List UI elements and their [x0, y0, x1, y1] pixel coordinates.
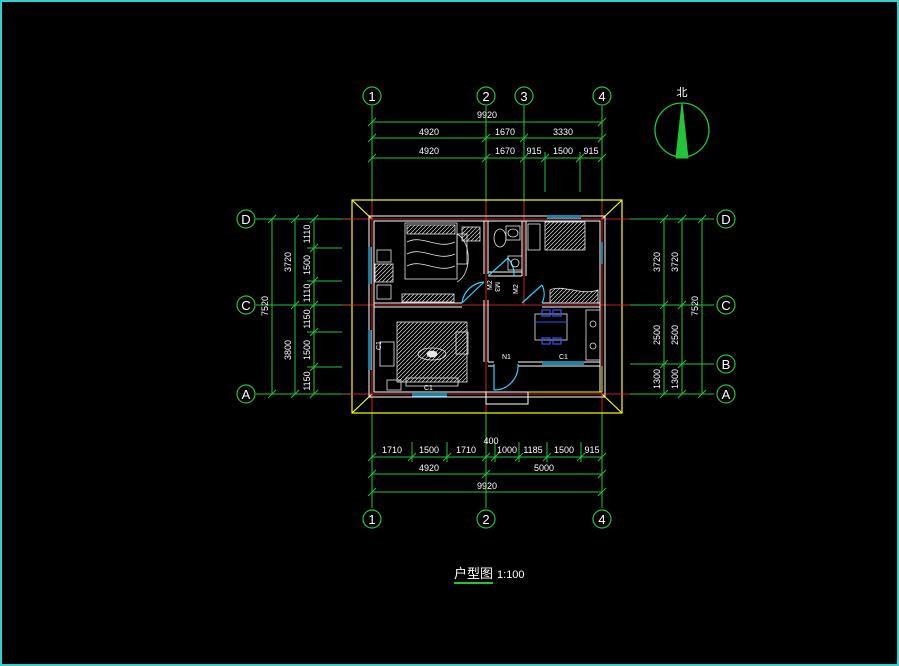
dim-left-inner-1: 1110	[302, 225, 312, 244]
dim-top-r2-2: 1670	[495, 146, 515, 156]
label-window-c1-b: C1	[424, 385, 433, 392]
axis-left-D: D	[241, 212, 250, 227]
dim-top-r2-1: 4920	[419, 146, 439, 156]
bottom-dimension-texts: 1710 1500 1710 400 1000 1185 1500 915 49…	[382, 436, 600, 491]
north-label: 北	[677, 86, 688, 99]
opening-labels: M3 M2 M2 N1 C1 C1 C1	[376, 280, 568, 392]
right-axis-markers	[716, 209, 736, 404]
dim-left-inner-4: 1150	[302, 309, 312, 328]
bottom-axis-markers: 1 2 4	[362, 509, 612, 529]
dim-bottom-r1-5: 1185	[523, 445, 542, 455]
dining-kitchen-furniture	[534, 309, 601, 361]
axis-top-2: 2	[482, 89, 489, 104]
left-axis-markers	[236, 209, 260, 404]
dim-top-r1-2: 1670	[495, 127, 515, 137]
dim-left-mid-1: 3720	[283, 252, 293, 272]
left-dimensions	[260, 214, 352, 399]
dim-bottom-total: 9920	[477, 481, 497, 491]
axis-bottom-1: 1	[368, 512, 375, 527]
dim-top-r1-1: 4920	[419, 127, 439, 137]
label-door-m2-b: M2	[513, 284, 520, 294]
dim-right-inner-2: 2500	[652, 325, 662, 345]
top-dimension-texts: 9920 4920 1670 3330 4920 1670 915 1500 9…	[419, 110, 599, 156]
dim-right-mid-2: 2500	[670, 325, 680, 345]
axis-bottom-2: 2	[482, 512, 489, 527]
left-dimension-texts: 7520 3720 3800 1110 1500 1110 1150 1500 …	[260, 225, 312, 391]
dim-left-outer: 7520	[260, 296, 270, 316]
dim-right-mid-3: 1300	[670, 369, 680, 389]
dim-left-inner-3: 1110	[302, 284, 312, 303]
axis-right-C: C	[721, 298, 730, 313]
axis-bottom-4: 4	[598, 512, 605, 527]
label-window-c1-c: C1	[559, 354, 568, 361]
top-axis-markers: 1 2 3 4	[362, 86, 612, 106]
dim-bottom-r1-6: 1500	[554, 445, 574, 455]
drawing-scale: 1:100	[497, 569, 525, 581]
axis-top-3: 3	[520, 89, 527, 104]
axis-right-B: B	[722, 357, 731, 372]
dim-top-total: 9920	[477, 110, 497, 120]
dim-top-r1-3: 3330	[553, 127, 573, 137]
dim-bottom-r1-2: 1500	[419, 445, 439, 455]
axis-top-1: 1	[368, 89, 375, 104]
dim-bottom-r2-1: 4920	[419, 463, 439, 473]
bedroom-1-furniture	[374, 222, 481, 303]
axis-top-4: 4	[598, 89, 605, 104]
dim-right-inner-1: 3720	[652, 252, 662, 272]
dim-left-inner-2: 1500	[302, 255, 312, 275]
bedroom-2-furniture	[527, 221, 599, 304]
label-window-c1-a: C1	[376, 341, 383, 350]
dim-right-inner-3: 1300	[652, 369, 662, 389]
axis-right-A: A	[722, 387, 731, 402]
right-dimension-texts: 3720 2500 1300 3720 2500 1300 7520	[652, 252, 700, 389]
dim-bottom-r1-7: 915	[584, 445, 599, 455]
dim-top-r2-5: 915	[583, 146, 598, 156]
left-axis-labels: D C A	[241, 212, 250, 402]
living-room-furniture	[379, 321, 469, 391]
bottom-dimensions	[367, 412, 607, 508]
axis-left-A: A	[242, 387, 251, 402]
dim-bottom-r1-1: 1710	[382, 445, 402, 455]
north-arrow: 北	[654, 86, 710, 159]
dim-bottom-extra: 400	[483, 436, 498, 446]
right-axis-labels: D C B A	[721, 212, 730, 402]
label-door-m2-a: M2	[487, 280, 494, 290]
dim-left-inner-6: 1150	[302, 371, 312, 390]
axis-right-D: D	[721, 212, 730, 227]
dim-bottom-r1-4: 1000	[497, 445, 517, 455]
right-dimensions	[630, 214, 714, 399]
dim-right-outer: 7520	[690, 296, 700, 316]
dim-top-r2-3: 915	[526, 146, 541, 156]
dim-right-mid-1: 3720	[670, 252, 680, 272]
top-dimensions	[367, 106, 607, 202]
label-door-m3: M3	[493, 282, 500, 292]
dim-bottom-r1-3: 1710	[456, 445, 476, 455]
dim-left-inner-5: 1500	[302, 340, 312, 360]
dim-left-mid-2: 3800	[283, 340, 293, 360]
balcony	[528, 366, 603, 393]
label-door-n1: N1	[502, 354, 511, 361]
windows-doors	[368, 215, 603, 397]
bathroom-fixtures	[493, 225, 523, 271]
dim-bottom-r2-2: 5000	[534, 463, 554, 473]
axis-left-C: C	[241, 298, 250, 313]
dim-top-r2-4: 1500	[553, 146, 573, 156]
drawing-title-text: 户型图	[454, 566, 494, 584]
